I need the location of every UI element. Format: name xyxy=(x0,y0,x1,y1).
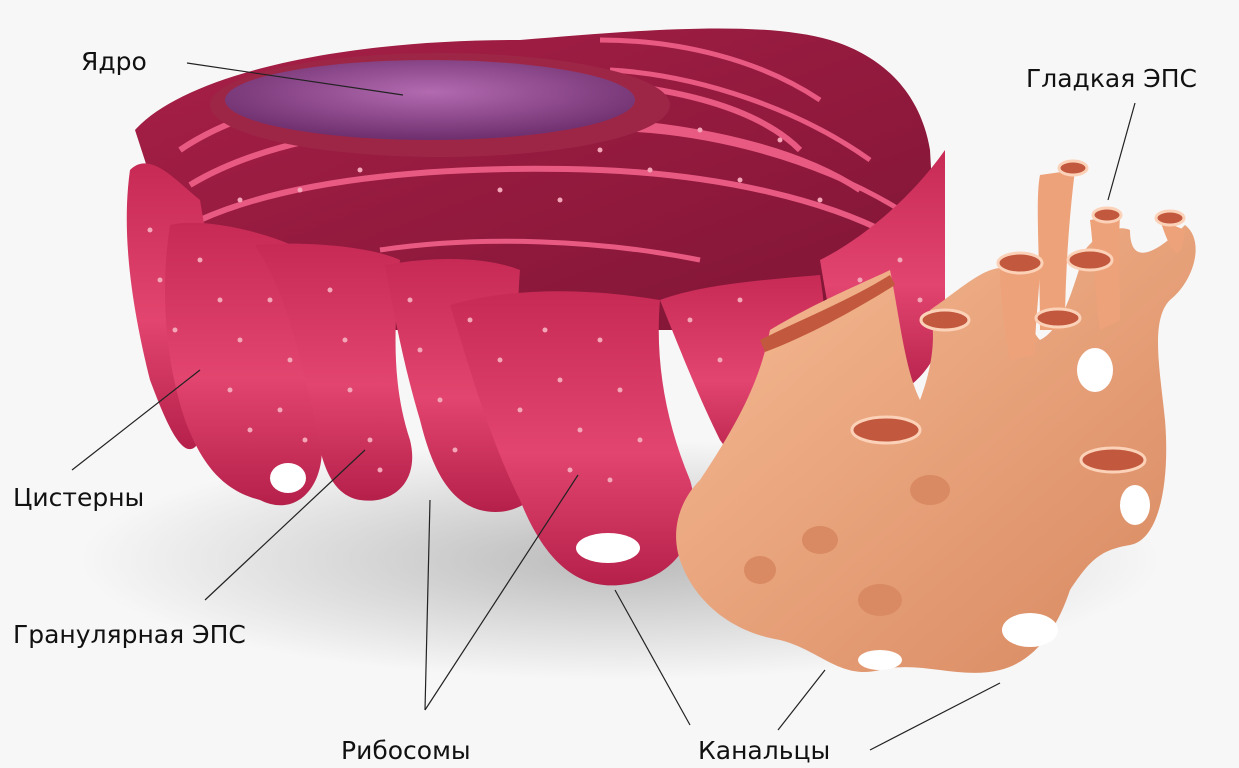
leader-line-canal-2 xyxy=(778,670,825,730)
leader-line-canal-3 xyxy=(870,683,1000,750)
nucleus xyxy=(210,53,670,157)
label-ribosomes: Рибосомы xyxy=(341,738,471,763)
label-canals: Канальцы xyxy=(698,738,830,763)
label-nucleus: Ядро xyxy=(81,49,147,74)
label-smooth-er: Гладкая ЭПС xyxy=(1026,66,1197,91)
leader-line-smooth-er xyxy=(1108,103,1135,200)
label-cisterns: Цистерны xyxy=(13,485,144,510)
label-rough-er: Гранулярная ЭПС xyxy=(13,622,246,647)
